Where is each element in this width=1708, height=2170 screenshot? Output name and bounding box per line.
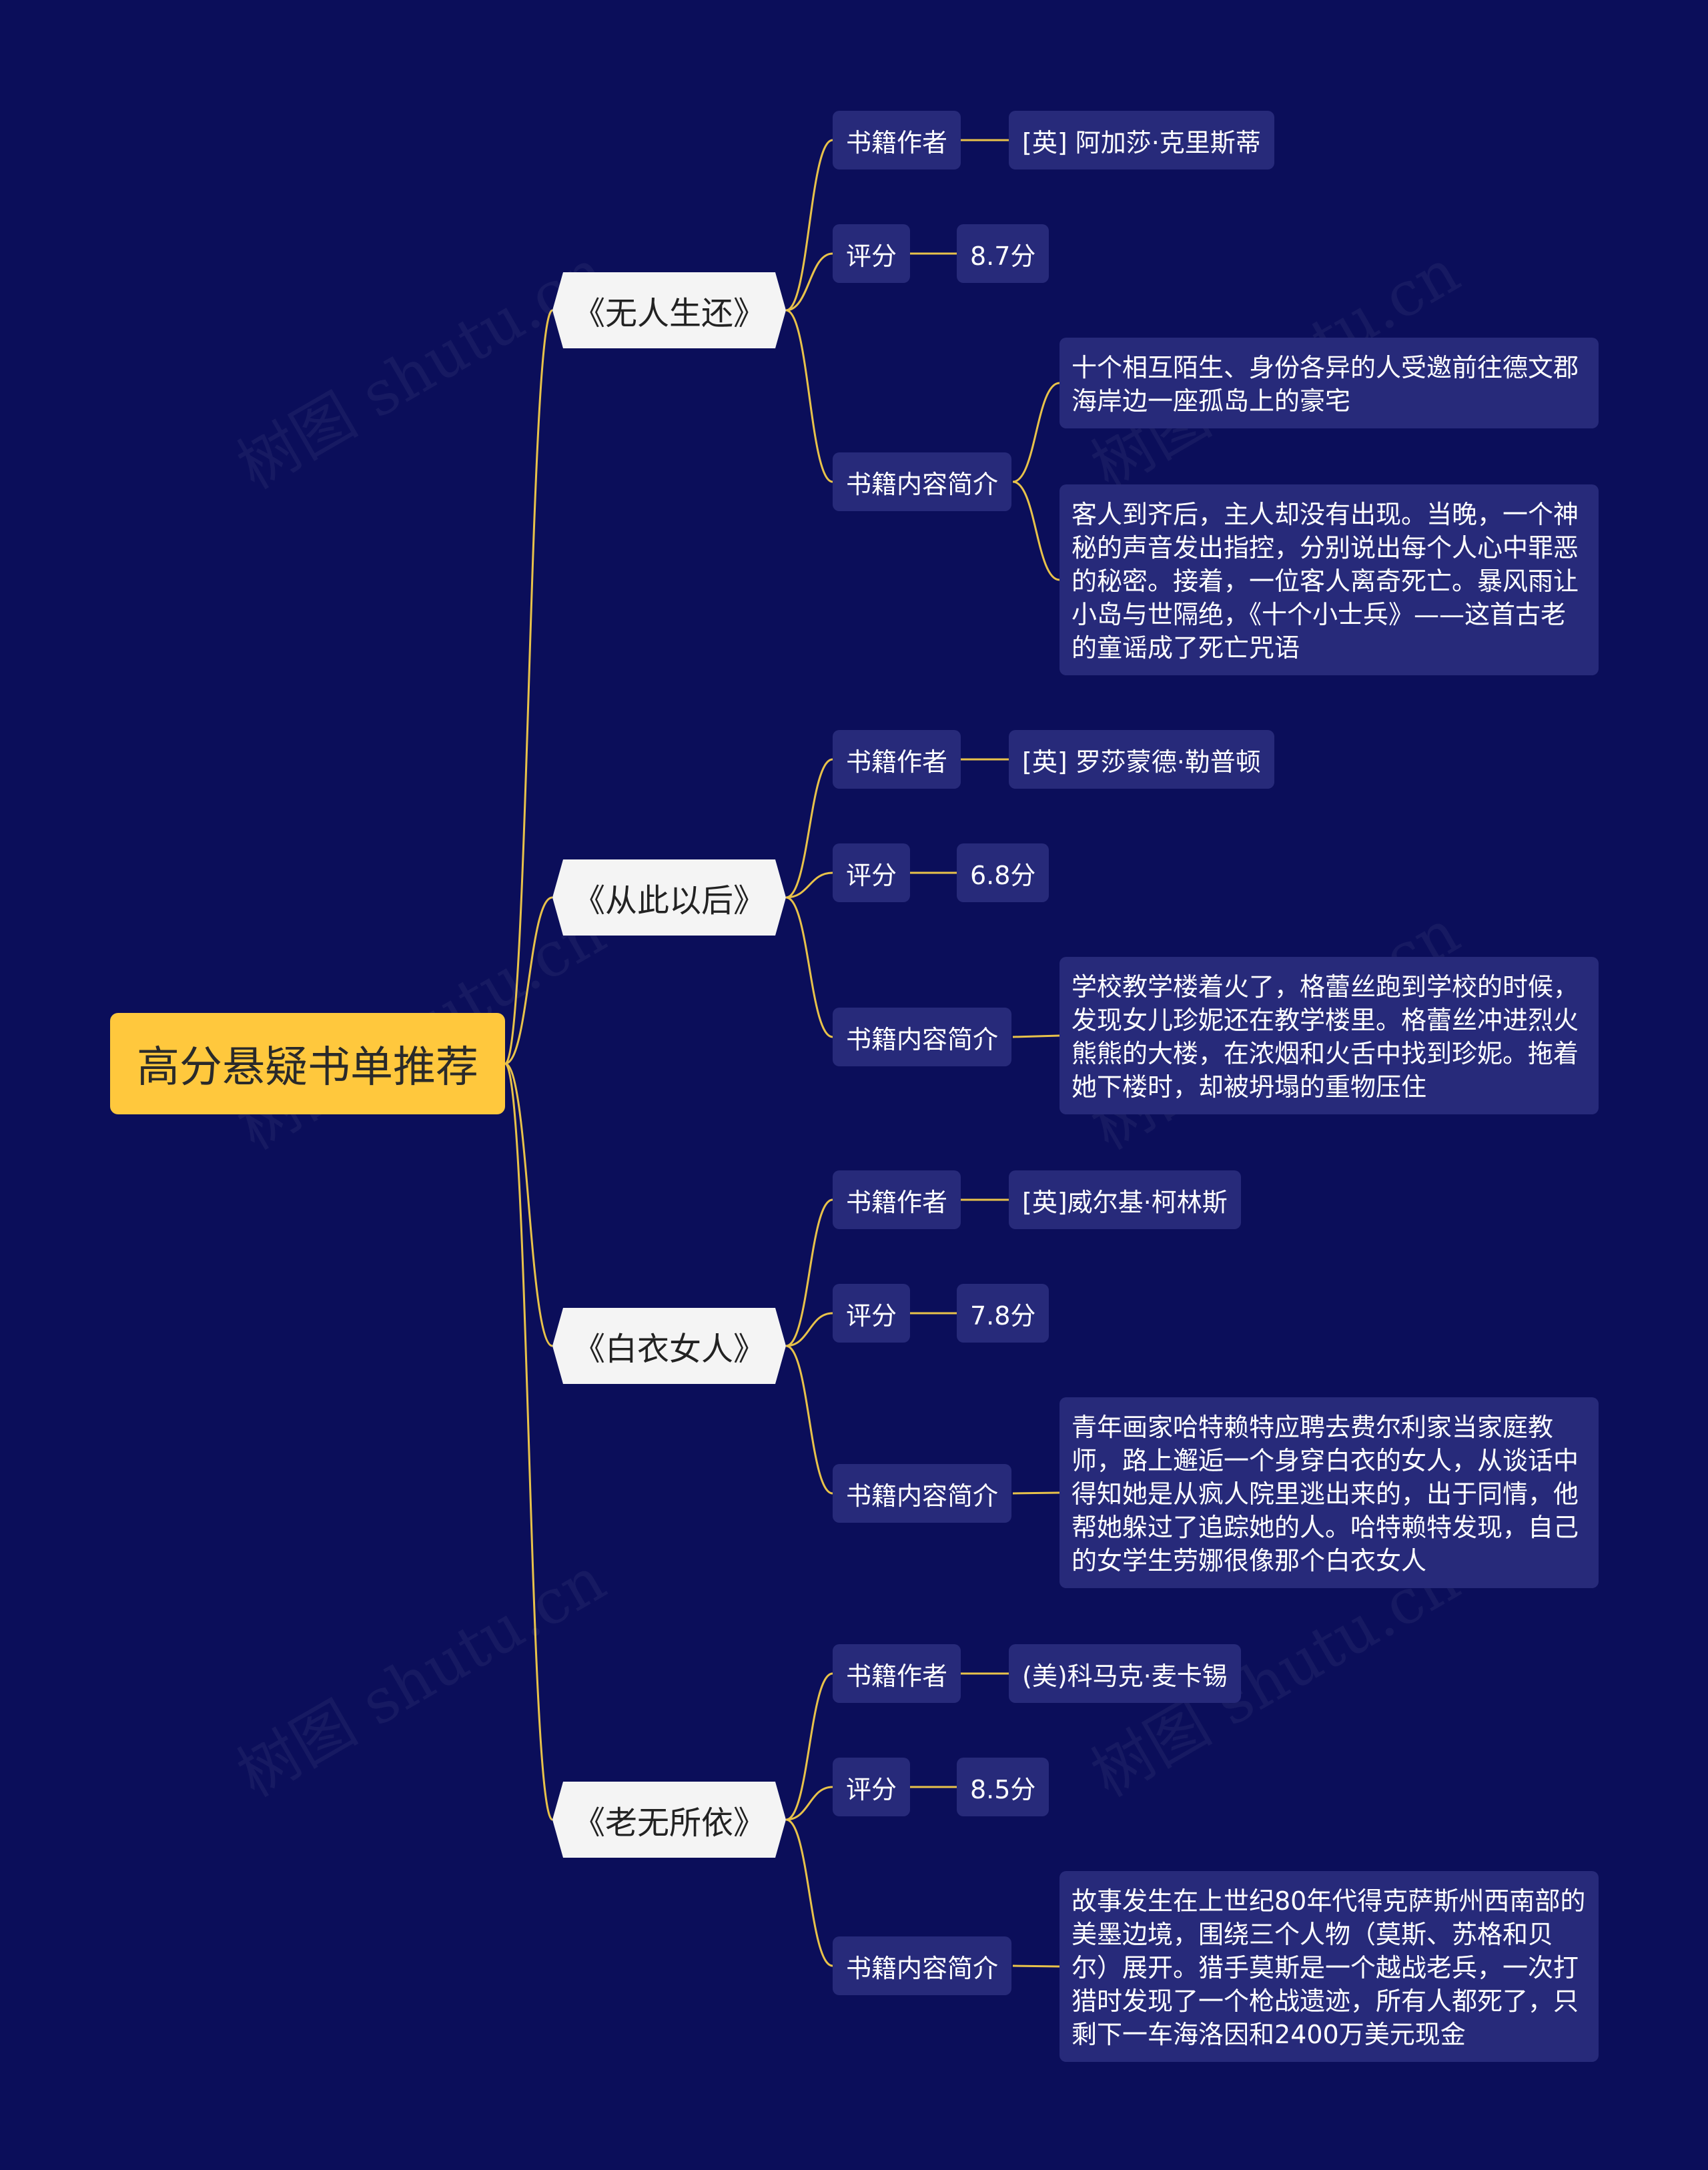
- connector-line: [504, 1062, 554, 1821]
- author-label-node[interactable]: 书籍作者: [833, 111, 961, 169]
- connector-line: [785, 1312, 833, 1347]
- author-label-node[interactable]: 书籍作者: [833, 1644, 961, 1703]
- connector-line: [785, 1198, 833, 1347]
- summary-label-node[interactable]: 书籍内容简介: [833, 1936, 1012, 1995]
- rating-value-node[interactable]: 6.8分: [957, 843, 1049, 902]
- summary-text-node[interactable]: 故事发生在上世纪80年代得克萨斯州西南部的美墨边境，围绕三个人物（莫斯、苏格和贝…: [1059, 1871, 1599, 2062]
- author-value-node[interactable]: [英]威尔基·柯林斯: [1009, 1170, 1241, 1229]
- connector-line: [504, 309, 554, 1065]
- connector-line: [785, 309, 833, 483]
- author-label-node[interactable]: 书籍作者: [833, 730, 961, 789]
- connector-line: [785, 1672, 833, 1821]
- connector-line: [785, 252, 833, 312]
- connector-line: [785, 1786, 833, 1821]
- rating-value-node[interactable]: 7.8分: [957, 1284, 1049, 1343]
- connector-line: [785, 871, 833, 899]
- summary-text-node[interactable]: 客人到齐后，主人却没有出现。当晚，一个神秘的声音发出指控，分别说出每个人心中罪恶…: [1059, 484, 1599, 675]
- book-node[interactable]: 《老无所依》: [552, 1782, 786, 1858]
- root-topic[interactable]: 高分悬疑书单推荐: [110, 1013, 505, 1114]
- author-value-node[interactable]: (美)科马克·麦卡锡: [1009, 1644, 1241, 1703]
- summary-text-node[interactable]: 十个相互陌生、身份各异的人受邀前往德文郡海岸边一座孤岛上的豪宅: [1059, 338, 1599, 428]
- connector-line: [1012, 1034, 1060, 1038]
- connector-line: [504, 896, 553, 1065]
- connector-line: [504, 1062, 553, 1347]
- rating-value-node[interactable]: 8.7分: [957, 224, 1049, 283]
- summary-label-node[interactable]: 书籍内容简介: [833, 1008, 1012, 1066]
- author-value-node[interactable]: [英] 罗莎蒙德·勒普顿: [1009, 730, 1274, 789]
- connector-line: [1012, 480, 1060, 581]
- connector-line: [785, 758, 833, 899]
- connector-line: [785, 1818, 833, 1967]
- book-node[interactable]: 《白衣女人》: [552, 1308, 786, 1384]
- connector-line: [1012, 382, 1060, 483]
- rating-label-node[interactable]: 评分: [833, 1284, 911, 1343]
- author-value-node[interactable]: [英] 阿加莎·克里斯蒂: [1009, 111, 1274, 169]
- connector-line: [785, 139, 833, 312]
- rating-label-node[interactable]: 评分: [833, 224, 911, 283]
- summary-text-node[interactable]: 青年画家哈特赖特应聘去费尔利家当家庭教师，路上邂逅一个身穿白衣的女人，从谈话中得…: [1059, 1397, 1599, 1588]
- summary-text-node[interactable]: 学校教学楼着火了，格蕾丝跑到学校的时候，发现女儿珍妮还在教学楼里。格蕾丝冲进烈火…: [1059, 957, 1599, 1114]
- connector-line: [785, 1345, 833, 1495]
- book-node[interactable]: 《从此以后》: [552, 859, 786, 936]
- connector-line: [785, 896, 833, 1038]
- summary-label-node[interactable]: 书籍内容简介: [833, 1464, 1012, 1523]
- rating-label-node[interactable]: 评分: [833, 843, 911, 902]
- author-label-node[interactable]: 书籍作者: [833, 1170, 961, 1229]
- rating-label-node[interactable]: 评分: [833, 1758, 911, 1816]
- rating-value-node[interactable]: 8.5分: [957, 1758, 1049, 1816]
- book-node[interactable]: 《无人生还》: [552, 272, 786, 348]
- summary-label-node[interactable]: 书籍内容简介: [833, 452, 1012, 511]
